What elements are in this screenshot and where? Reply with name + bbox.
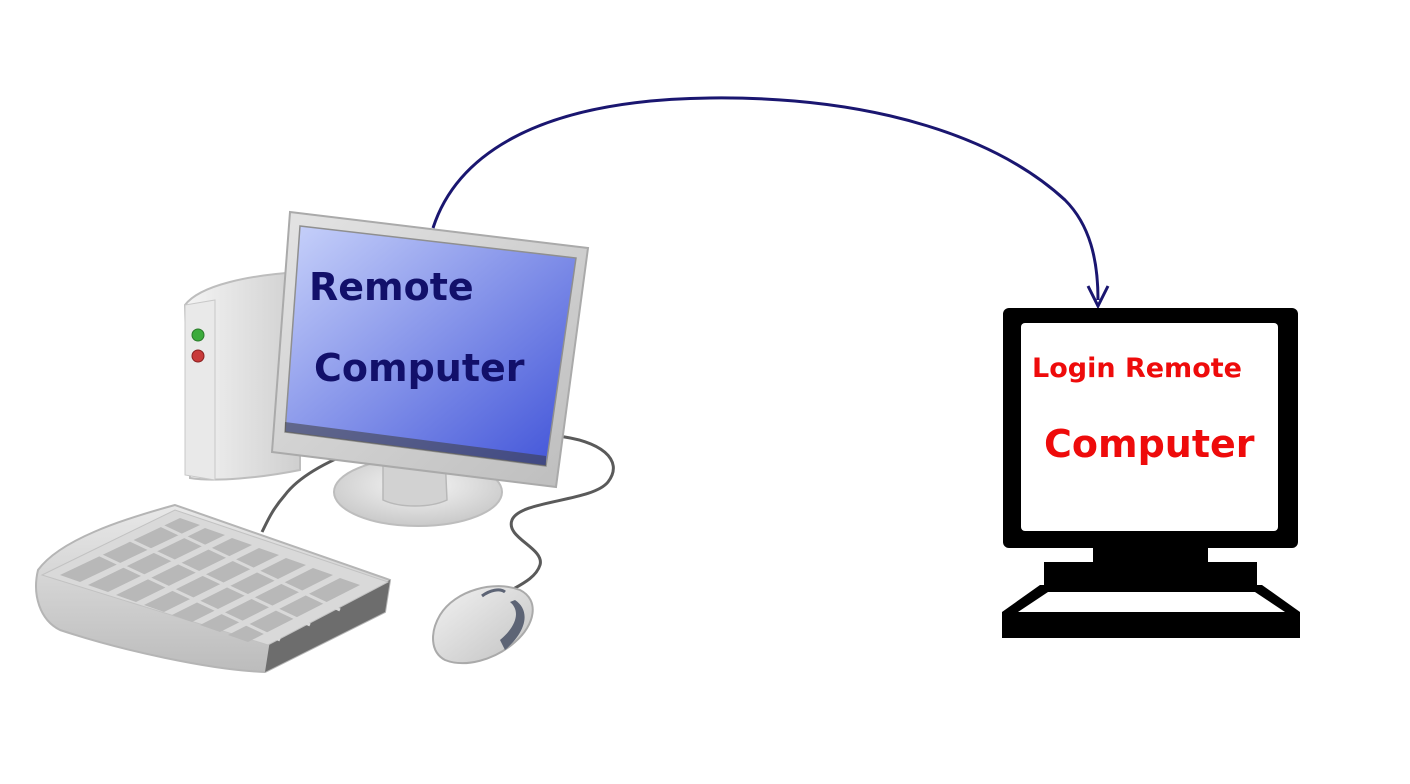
remote-screen-line2: Computer xyxy=(314,346,525,390)
remote-screen-line1: Remote xyxy=(309,265,474,309)
login-monitor-neck xyxy=(1093,546,1208,564)
arrowhead-icon xyxy=(1086,285,1110,310)
mouse xyxy=(432,585,534,665)
login-computer: Login Remote Computer xyxy=(1002,308,1300,638)
connection-arc xyxy=(431,96,1100,301)
login-screen-line1: Login Remote xyxy=(1032,353,1242,384)
mouse-cable xyxy=(507,434,615,594)
tower-case xyxy=(183,270,301,481)
login-monitor-screen xyxy=(1021,323,1278,531)
keyboard xyxy=(35,503,392,674)
disk-led-icon xyxy=(191,349,205,363)
connection-arrow xyxy=(431,96,1110,310)
power-led-icon xyxy=(191,328,205,342)
remote-computer: Remote Computer xyxy=(35,210,615,674)
login-screen-line2: Computer xyxy=(1044,422,1255,466)
login-monitor-base xyxy=(1044,562,1257,586)
